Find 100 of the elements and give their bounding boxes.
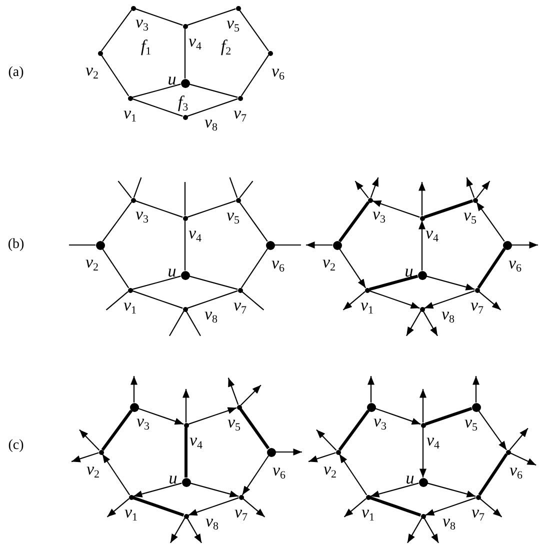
graph-edge bbox=[369, 274, 418, 291]
graph-edge bbox=[477, 248, 506, 289]
graph-edge bbox=[184, 220, 186, 270]
graph-edge bbox=[135, 8, 183, 26]
graph-edge bbox=[424, 199, 474, 219]
vertex-label: v$_{3}$ bbox=[372, 206, 386, 222]
half-edge-arrow bbox=[240, 384, 262, 406]
vertex-label: v$_{8}$ bbox=[442, 512, 456, 530]
half-edge-arrow bbox=[424, 518, 439, 544]
vertex-label: v$_{6}$ bbox=[271, 254, 285, 272]
vertex-label: v$_{4}$ bbox=[426, 432, 440, 448]
graph-edge bbox=[239, 10, 269, 52]
half-edge bbox=[184, 182, 186, 216]
vertex-label: v$_{7}$ bbox=[470, 296, 484, 314]
panel-label: (a) bbox=[8, 66, 24, 80]
vertex-label: v$_{7}$ bbox=[233, 296, 247, 314]
half-edge bbox=[239, 180, 254, 198]
directed-edge bbox=[102, 454, 130, 496]
vertex-label: v$_{2}$ bbox=[86, 460, 100, 478]
half-edge-arrow bbox=[422, 310, 438, 336]
vertex-label: v$_{2}$ bbox=[322, 254, 336, 270]
half-edge-arrow bbox=[480, 498, 502, 518]
vertex-label: v$_{3}$ bbox=[135, 206, 149, 222]
graph-edge bbox=[370, 496, 422, 517]
directed-edge bbox=[188, 407, 237, 425]
graph-edge bbox=[239, 202, 268, 242]
vertex-label: v$_{6}$ bbox=[271, 62, 285, 80]
directed-edge bbox=[372, 200, 420, 218]
vertex-label: v$_{4}$ bbox=[188, 32, 202, 50]
half-edge-arrow bbox=[370, 177, 379, 198]
vertex-label: v$_{6}$ bbox=[508, 254, 522, 272]
graph-edge bbox=[189, 84, 238, 98]
half-edge-arrow bbox=[466, 177, 475, 198]
half-edge bbox=[169, 310, 184, 336]
vertex-label: v$_{5}$ bbox=[226, 206, 240, 224]
vertex-label: v$_{2}$ bbox=[323, 460, 337, 478]
directed-edge bbox=[476, 202, 505, 242]
directed-edge bbox=[420, 428, 426, 478]
half-edge bbox=[186, 310, 201, 336]
directed-edge bbox=[338, 454, 368, 496]
half-edge-arrow bbox=[228, 378, 239, 405]
half-edge-arrow bbox=[478, 291, 502, 310]
half-edge-arrow bbox=[406, 310, 422, 336]
directed-edge bbox=[418, 220, 426, 270]
graph-edge bbox=[240, 248, 268, 288]
graph-edge bbox=[424, 407, 472, 426]
graph-edge bbox=[100, 54, 130, 96]
graph-edge bbox=[187, 98, 238, 117]
half-edge-arrow bbox=[71, 452, 99, 462]
half-edge-arrow bbox=[368, 376, 374, 402]
half-edge-arrow bbox=[79, 429, 100, 451]
directed-edge bbox=[188, 497, 239, 516]
half-edge-arrow bbox=[306, 242, 332, 248]
face-label: f$_{1}$ bbox=[140, 38, 152, 54]
half-edge-arrow bbox=[476, 180, 490, 198]
directed-edge bbox=[478, 410, 507, 450]
vertex-label: u bbox=[168, 470, 178, 486]
vertex-label: v$_{7}$ bbox=[471, 504, 485, 520]
half-edge-arrow bbox=[472, 376, 480, 402]
half-edge bbox=[242, 291, 264, 310]
half-edge-arrow bbox=[130, 376, 138, 402]
graph-edge bbox=[239, 408, 270, 450]
half-edge-arrow bbox=[510, 452, 536, 466]
half-edge-arrow bbox=[182, 389, 190, 422]
directed-edge bbox=[339, 248, 366, 288]
graph-edge bbox=[240, 54, 270, 96]
graph-edge bbox=[135, 200, 183, 218]
directed-edge bbox=[242, 455, 269, 496]
half-edge-arrow bbox=[509, 428, 528, 450]
half-edge-arrow bbox=[186, 518, 202, 544]
half-edge-arrow bbox=[106, 498, 130, 518]
panel-label: (b) bbox=[8, 238, 24, 252]
vertex-label: u bbox=[406, 470, 414, 486]
graph-edge bbox=[187, 8, 236, 26]
graph-edge bbox=[102, 202, 132, 242]
vertex-label: v$_{4}$ bbox=[425, 224, 439, 242]
vertex-label: v$_{5}$ bbox=[226, 14, 240, 32]
graph-edge bbox=[132, 84, 181, 98]
vertex-label: v$_{1}$ bbox=[124, 504, 138, 520]
directed-edge bbox=[370, 482, 419, 498]
graph-edge bbox=[101, 10, 132, 52]
half-edge bbox=[106, 291, 128, 310]
vertex-label: v$_{8}$ bbox=[441, 306, 455, 322]
vertex-label: v$_{2}$ bbox=[85, 62, 99, 78]
vertex-label: v$_{7}$ bbox=[233, 104, 247, 122]
graph-edge bbox=[132, 290, 183, 309]
vertex-label: v$_{8}$ bbox=[204, 306, 218, 322]
graph-edge bbox=[184, 428, 188, 478]
vertex-label: v$_{4}$ bbox=[189, 432, 203, 448]
directed-edge bbox=[190, 482, 239, 498]
graph-edge bbox=[132, 98, 183, 117]
directed-edge bbox=[138, 408, 184, 425]
half-edge-arrow bbox=[308, 452, 336, 462]
half-edge bbox=[69, 244, 96, 246]
vertex-label: v$_{3}$ bbox=[136, 412, 150, 430]
face-label: f$_{3}$ bbox=[178, 94, 188, 110]
vertex-label: v$_{3}$ bbox=[135, 14, 149, 30]
directed-edge bbox=[425, 497, 476, 516]
graph-edge bbox=[338, 410, 370, 451]
vertex-label: v$_{6}$ bbox=[272, 462, 286, 478]
